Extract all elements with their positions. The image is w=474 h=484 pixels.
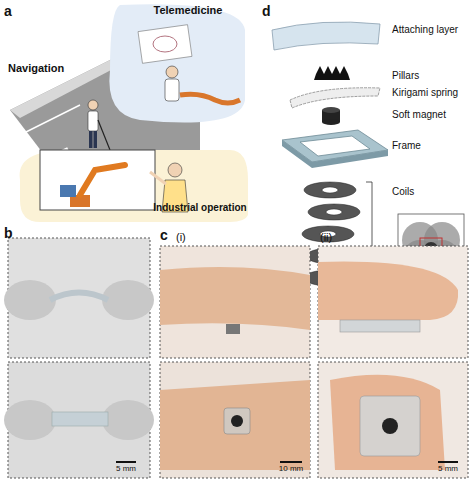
panel-letter: d [262,4,271,19]
part-label: Soft magnet [392,109,446,120]
device [340,320,420,332]
soft-magnet [322,107,340,125]
part-label: Industrial operation [153,202,246,213]
telemedicine-bubble [109,4,245,122]
kirigami-spring [290,88,380,108]
robot-arm [60,165,125,207]
part-label: Coils [392,186,414,197]
road-line [10,105,80,140]
wrist [160,380,310,470]
part-label: Frame [392,140,421,151]
magnet [382,418,398,434]
doctor-person [165,66,179,101]
device [226,324,240,334]
part-label: Kirigami spring [392,87,458,98]
scale-bar [438,461,458,463]
part-label: Attaching layer [392,24,458,35]
frame-side [282,140,388,168]
walking-person [88,100,110,150]
arm-model [180,94,240,103]
scale-bar [280,461,302,463]
scale-label: 10 mm [279,465,303,474]
magnet [231,415,243,427]
device [360,396,420,456]
forearm [160,267,310,330]
part-label: Telemedicine [154,4,223,16]
industrial-bubble [20,150,248,222]
monitor [40,150,155,210]
photo-frame [160,362,310,478]
panel-letter: c [160,228,168,243]
part-label: Pillars [392,70,419,81]
panel-letter: b [4,226,13,241]
scale-bar [116,461,136,463]
pillars [314,66,350,80]
screen [138,25,192,64]
finger [318,262,458,320]
fingertip [330,375,445,470]
gloved-hands [4,280,154,440]
part-label: (ii) [320,231,332,243]
part-label: (i) [176,231,186,243]
photo-frame [160,246,310,358]
panel-letter: a [4,4,12,19]
attaching-layer [272,22,380,50]
photo-frame [318,362,468,478]
device [224,408,250,434]
scale-label: 5 mm [438,465,458,474]
brain-image [153,36,177,52]
scale-label: 5 mm [116,465,136,474]
photo-frame [318,246,468,358]
part-label: Navigation [8,62,64,74]
